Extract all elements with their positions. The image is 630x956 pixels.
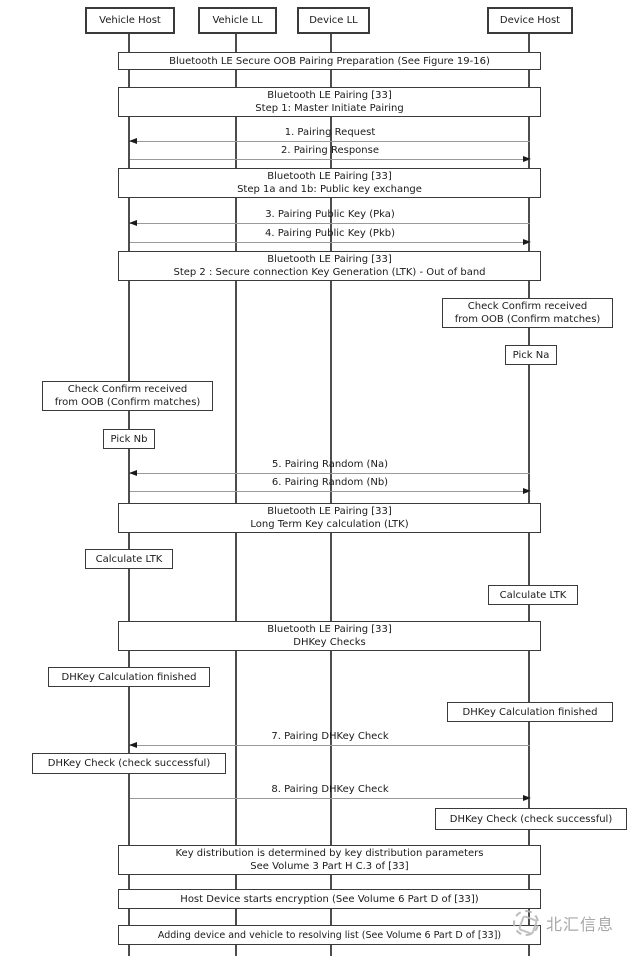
band-step1-master-initiate: Bluetooth LE Pairing [33] Step 1: Master… — [118, 87, 541, 117]
note-text: Pick Na — [512, 349, 550, 361]
message-arrow-pairing-dhkey-check-7 — [129, 742, 530, 748]
band-text: Step 2 : Secure connection Key Generatio… — [173, 267, 486, 278]
message-label-pairing-response: 2. Pairing Response — [281, 145, 379, 156]
message-label-public-key-pka: 3. Pairing Public Key (Pka) — [265, 209, 395, 220]
band-step1a-1b-public-key-exchange: Bluetooth LE Pairing [33] Step 1a and 1b… — [118, 168, 541, 198]
band-text: Step 1: Master Initiate Pairing — [255, 103, 404, 114]
arrowhead-left-icon — [129, 470, 137, 476]
band-long-term-key-calculation: Bluetooth LE Pairing [33] Long Term Key … — [118, 503, 541, 533]
arrowhead-right-icon — [523, 156, 531, 162]
lifeline-vehicle-ll — [235, 34, 237, 956]
band-text: Key distribution is determined by key di… — [175, 848, 484, 859]
participant-vehicle-ll: Vehicle LL — [198, 7, 277, 34]
band-text: See Volume 3 Part H C.3 of [33] — [250, 861, 409, 872]
arrowhead-left-icon — [129, 138, 137, 144]
note-vehicle-dhkey-finished: DHKey Calculation finished — [48, 667, 210, 687]
note-vehicle-calculate-ltk: Calculate LTK — [85, 549, 173, 569]
message-label-pairing-dhkey-check-7: 7. Pairing DHKey Check — [271, 731, 389, 742]
note-text: Pick Nb — [110, 433, 148, 445]
arrowhead-right-icon — [523, 488, 531, 494]
note-pick-na: Pick Na — [505, 345, 557, 365]
band-text: Bluetooth LE Pairing [33] — [267, 254, 392, 265]
band-text: Bluetooth LE Pairing [33] — [267, 171, 392, 182]
band-text: Adding device and vehicle to resolving l… — [157, 929, 502, 941]
note-device-calculate-ltk: Calculate LTK — [488, 585, 578, 605]
note-text: DHKey Calculation finished — [462, 706, 598, 718]
message-arrow-pairing-request — [129, 138, 530, 144]
participant-vehicle-host: Vehicle Host — [85, 7, 175, 34]
band-text: Long Term Key calculation (LTK) — [250, 519, 409, 530]
arrowhead-right-icon — [523, 795, 531, 801]
message-arrow-public-key-pka — [129, 220, 530, 226]
lifeline-device-ll — [330, 34, 332, 956]
note-text: DHKey Check (check successful) — [449, 813, 613, 825]
note-text: DHKey Check (check successful) — [47, 758, 211, 769]
note-text: Calculate LTK — [95, 553, 163, 565]
message-label-pairing-random-nb: 6. Pairing Random (Nb) — [271, 477, 389, 488]
watermark: 北汇信息 — [513, 910, 614, 936]
note-text: Check Confirm received — [67, 384, 188, 395]
note-text: from OOB (Confirm matches) — [454, 314, 601, 325]
participant-device-ll: Device LL — [297, 7, 370, 34]
arrowhead-left-icon — [129, 742, 137, 748]
note-device-check-confirm: Check Confirm received from OOB (Confirm… — [442, 298, 613, 328]
lifeline-device-host — [528, 34, 530, 956]
message-arrow-pairing-dhkey-check-8 — [130, 795, 531, 801]
band-text: Bluetooth LE Pairing [33] — [267, 624, 392, 635]
note-text: Calculate LTK — [499, 589, 567, 601]
participant-label: Vehicle Host — [99, 15, 161, 26]
message-label-pairing-random-na: 5. Pairing Random (Na) — [272, 459, 388, 470]
band-dhkey-checks: Bluetooth LE Pairing [33] DHKey Checks — [118, 621, 541, 651]
note-vehicle-dhkey-check: DHKey Check (check successful) — [32, 753, 226, 774]
note-device-dhkey-check: DHKey Check (check successful) — [435, 808, 627, 830]
arrowhead-left-icon — [129, 220, 137, 226]
message-arrow-public-key-pkb — [130, 239, 531, 245]
band-text: Bluetooth LE Secure OOB Pairing Preparat… — [169, 55, 490, 67]
message-label-pairing-dhkey-check-8: 8. Pairing DHKey Check — [271, 784, 389, 795]
band-text: DHKey Checks — [293, 637, 366, 648]
message-label-pairing-request: 1. Pairing Request — [284, 127, 376, 138]
lifeline-vehicle-host — [128, 34, 130, 956]
band-text: Bluetooth LE Pairing [33] — [267, 506, 392, 517]
participant-label: Vehicle LL — [212, 15, 263, 26]
message-arrow-pairing-response — [130, 156, 531, 162]
note-device-dhkey-finished: DHKey Calculation finished — [447, 702, 613, 722]
participant-device-host: Device Host — [487, 7, 573, 34]
message-label-public-key-pkb: 4. Pairing Public Key (Pkb) — [264, 228, 395, 239]
band-step2-key-generation-oob: Bluetooth LE Pairing [33] Step 2 : Secur… — [118, 251, 541, 281]
note-pick-nb: Pick Nb — [103, 429, 155, 449]
band-text: Host Device starts encryption (See Volum… — [180, 893, 479, 905]
participant-label: Device Host — [499, 15, 561, 26]
band-text: Bluetooth LE Pairing [33] — [267, 90, 392, 101]
watermark-text: 北汇信息 — [546, 915, 615, 934]
note-text: Check Confirm received — [467, 301, 588, 312]
band-oob-pairing-preparation: Bluetooth LE Secure OOB Pairing Preparat… — [118, 52, 541, 70]
note-text: DHKey Calculation finished — [61, 671, 197, 683]
band-adding-to-resolving-list: Adding device and vehicle to resolving l… — [118, 925, 541, 945]
band-key-distribution: Key distribution is determined by key di… — [118, 845, 541, 875]
message-arrow-pairing-random-na — [129, 470, 530, 476]
arrowhead-right-icon — [523, 239, 531, 245]
participant-label: Device LL — [309, 15, 358, 26]
watermark-logo-icon — [513, 910, 539, 936]
band-text: Step 1a and 1b: Public key exchange — [237, 184, 422, 195]
note-vehicle-check-confirm: Check Confirm received from OOB (Confirm… — [42, 381, 213, 411]
message-arrow-pairing-random-nb — [130, 488, 531, 494]
band-host-device-starts-encryption: Host Device starts encryption (See Volum… — [118, 889, 541, 909]
note-text: from OOB (Confirm matches) — [54, 397, 201, 408]
